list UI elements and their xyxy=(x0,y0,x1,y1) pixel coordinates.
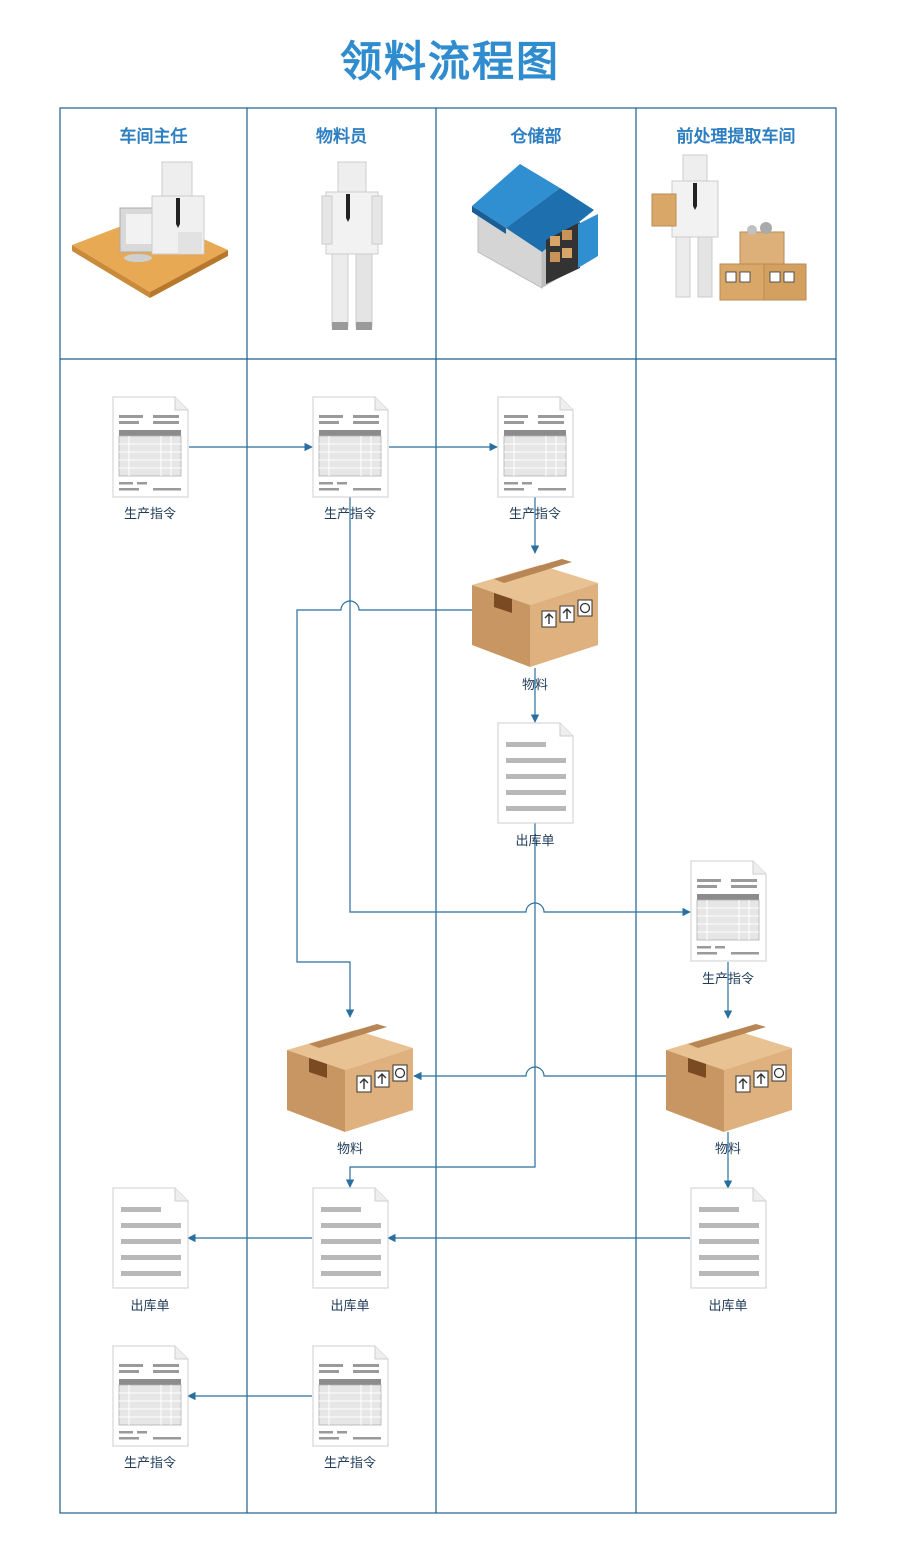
warehouse-order-doc-icon xyxy=(497,396,574,498)
material-clerk-person-illustration xyxy=(321,161,383,330)
lane-header-material-clerk: 物料员 xyxy=(316,127,367,147)
clerk-final-order-doc-icon xyxy=(312,1345,389,1447)
diagram-title: 领料流程图 xyxy=(339,37,560,86)
warehouse-material-box-icon xyxy=(471,558,599,668)
director-final-order-label: 生产指令 xyxy=(123,1456,176,1471)
warehouse-material-label: 物料 xyxy=(521,678,548,693)
lane-header-workshop-director: 车间主任 xyxy=(119,127,188,147)
pretreatment-material-label: 物料 xyxy=(714,1142,741,1157)
director-order-doc-icon xyxy=(112,396,189,498)
pretreatment-order-doc-icon xyxy=(690,860,767,962)
clerk-outbound-label: 出库单 xyxy=(330,1299,370,1314)
pretreatment-outbound-doc-icon xyxy=(690,1187,767,1289)
pretreatment-outbound-label: 出库单 xyxy=(708,1299,748,1314)
arrow-warehouse-material-to-clerk-material xyxy=(296,600,472,1018)
arrow-pretreatment-material-to-clerk-material xyxy=(413,1066,666,1081)
director-final-order-doc-icon xyxy=(112,1345,189,1447)
warehouse-building-illustration xyxy=(472,164,598,289)
director-outbound-doc-icon xyxy=(112,1187,189,1289)
clerk-material-label: 物料 xyxy=(336,1142,363,1157)
pretreatment-material-box-icon xyxy=(665,1023,793,1133)
lane-header-warehouse: 仓储部 xyxy=(510,127,562,147)
director-outbound-label: 出库单 xyxy=(130,1299,170,1314)
arrow-clerk-order-to-pretreatment-order xyxy=(349,497,691,917)
pretreatment-worker-illustration xyxy=(651,154,807,301)
warehouse-order-label: 生产指令 xyxy=(508,507,561,522)
arrow-warehouse-outbound-to-clerk-outbound xyxy=(345,823,536,1188)
lane-header-pretreatment-workshop: 前处理提取车间 xyxy=(676,127,796,147)
pretreatment-order-label: 生产指令 xyxy=(701,972,754,987)
workshop-director-desk-illustration xyxy=(72,161,228,298)
clerk-order-doc-icon xyxy=(312,396,389,498)
director-order-label: 生产指令 xyxy=(123,507,176,522)
clerk-material-box-icon xyxy=(286,1023,414,1133)
clerk-final-order-label: 生产指令 xyxy=(323,1456,376,1471)
clerk-outbound-doc-icon xyxy=(312,1187,389,1289)
connectors xyxy=(187,442,733,1401)
warehouse-outbound-label: 出库单 xyxy=(515,834,555,849)
swimlane-frame xyxy=(59,107,837,1514)
warehouse-outbound-doc-icon xyxy=(497,722,574,824)
clerk-order-label: 生产指令 xyxy=(323,507,376,522)
